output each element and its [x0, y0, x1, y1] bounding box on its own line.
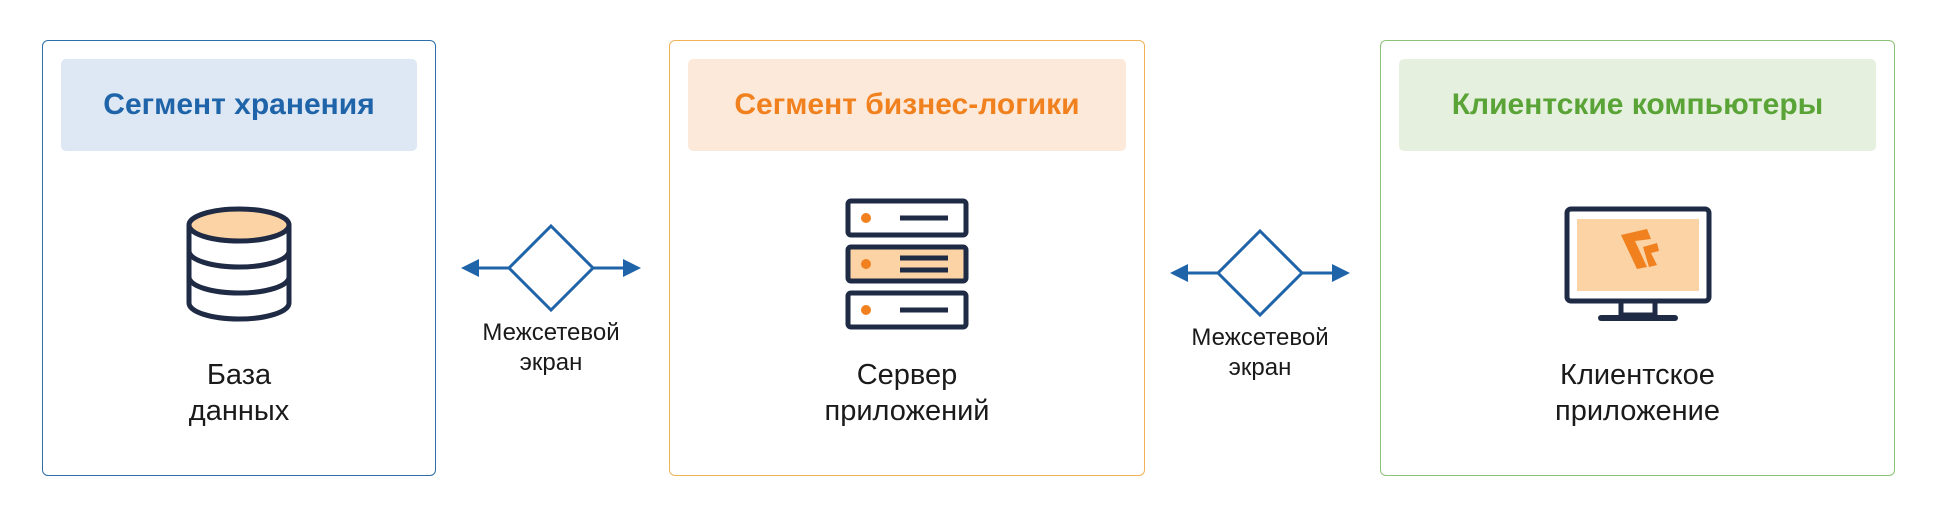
- app-logo-icon: [1620, 229, 1659, 269]
- storage-segment-title: Сегмент хранения: [61, 59, 417, 151]
- client-segment: Клиентские компьютеры Клиентское приложе…: [1380, 40, 1895, 476]
- firewall-label: Межсетевой экран: [482, 319, 620, 376]
- firewall-storage-logic: Межсетевой экран: [461, 222, 641, 378]
- database-icon: [186, 206, 292, 322]
- client-app-label: Клиентское приложение: [1555, 359, 1720, 427]
- bidirectional-diamond-arrow-icon: [1170, 228, 1350, 318]
- firewall-logic-client: Межсетевой экран: [1170, 227, 1350, 383]
- bidirectional-diamond-arrow-icon: [461, 223, 641, 313]
- client-segment-title: Клиентские компьютеры: [1399, 59, 1876, 151]
- storage-segment: Сегмент хранения База данных: [42, 40, 436, 476]
- firewall-label: Межсетевой экран: [1191, 324, 1329, 381]
- server-icon: [845, 198, 969, 330]
- database-label: База данных: [188, 359, 290, 427]
- monitor-icon: [1564, 206, 1711, 321]
- business-logic-segment-title: Сегмент бизнес-логики: [688, 59, 1126, 151]
- business-logic-segment: Сегмент бизнес-логики Сервер приложений: [669, 40, 1145, 476]
- server-label: Сервер приложений: [824, 359, 990, 427]
